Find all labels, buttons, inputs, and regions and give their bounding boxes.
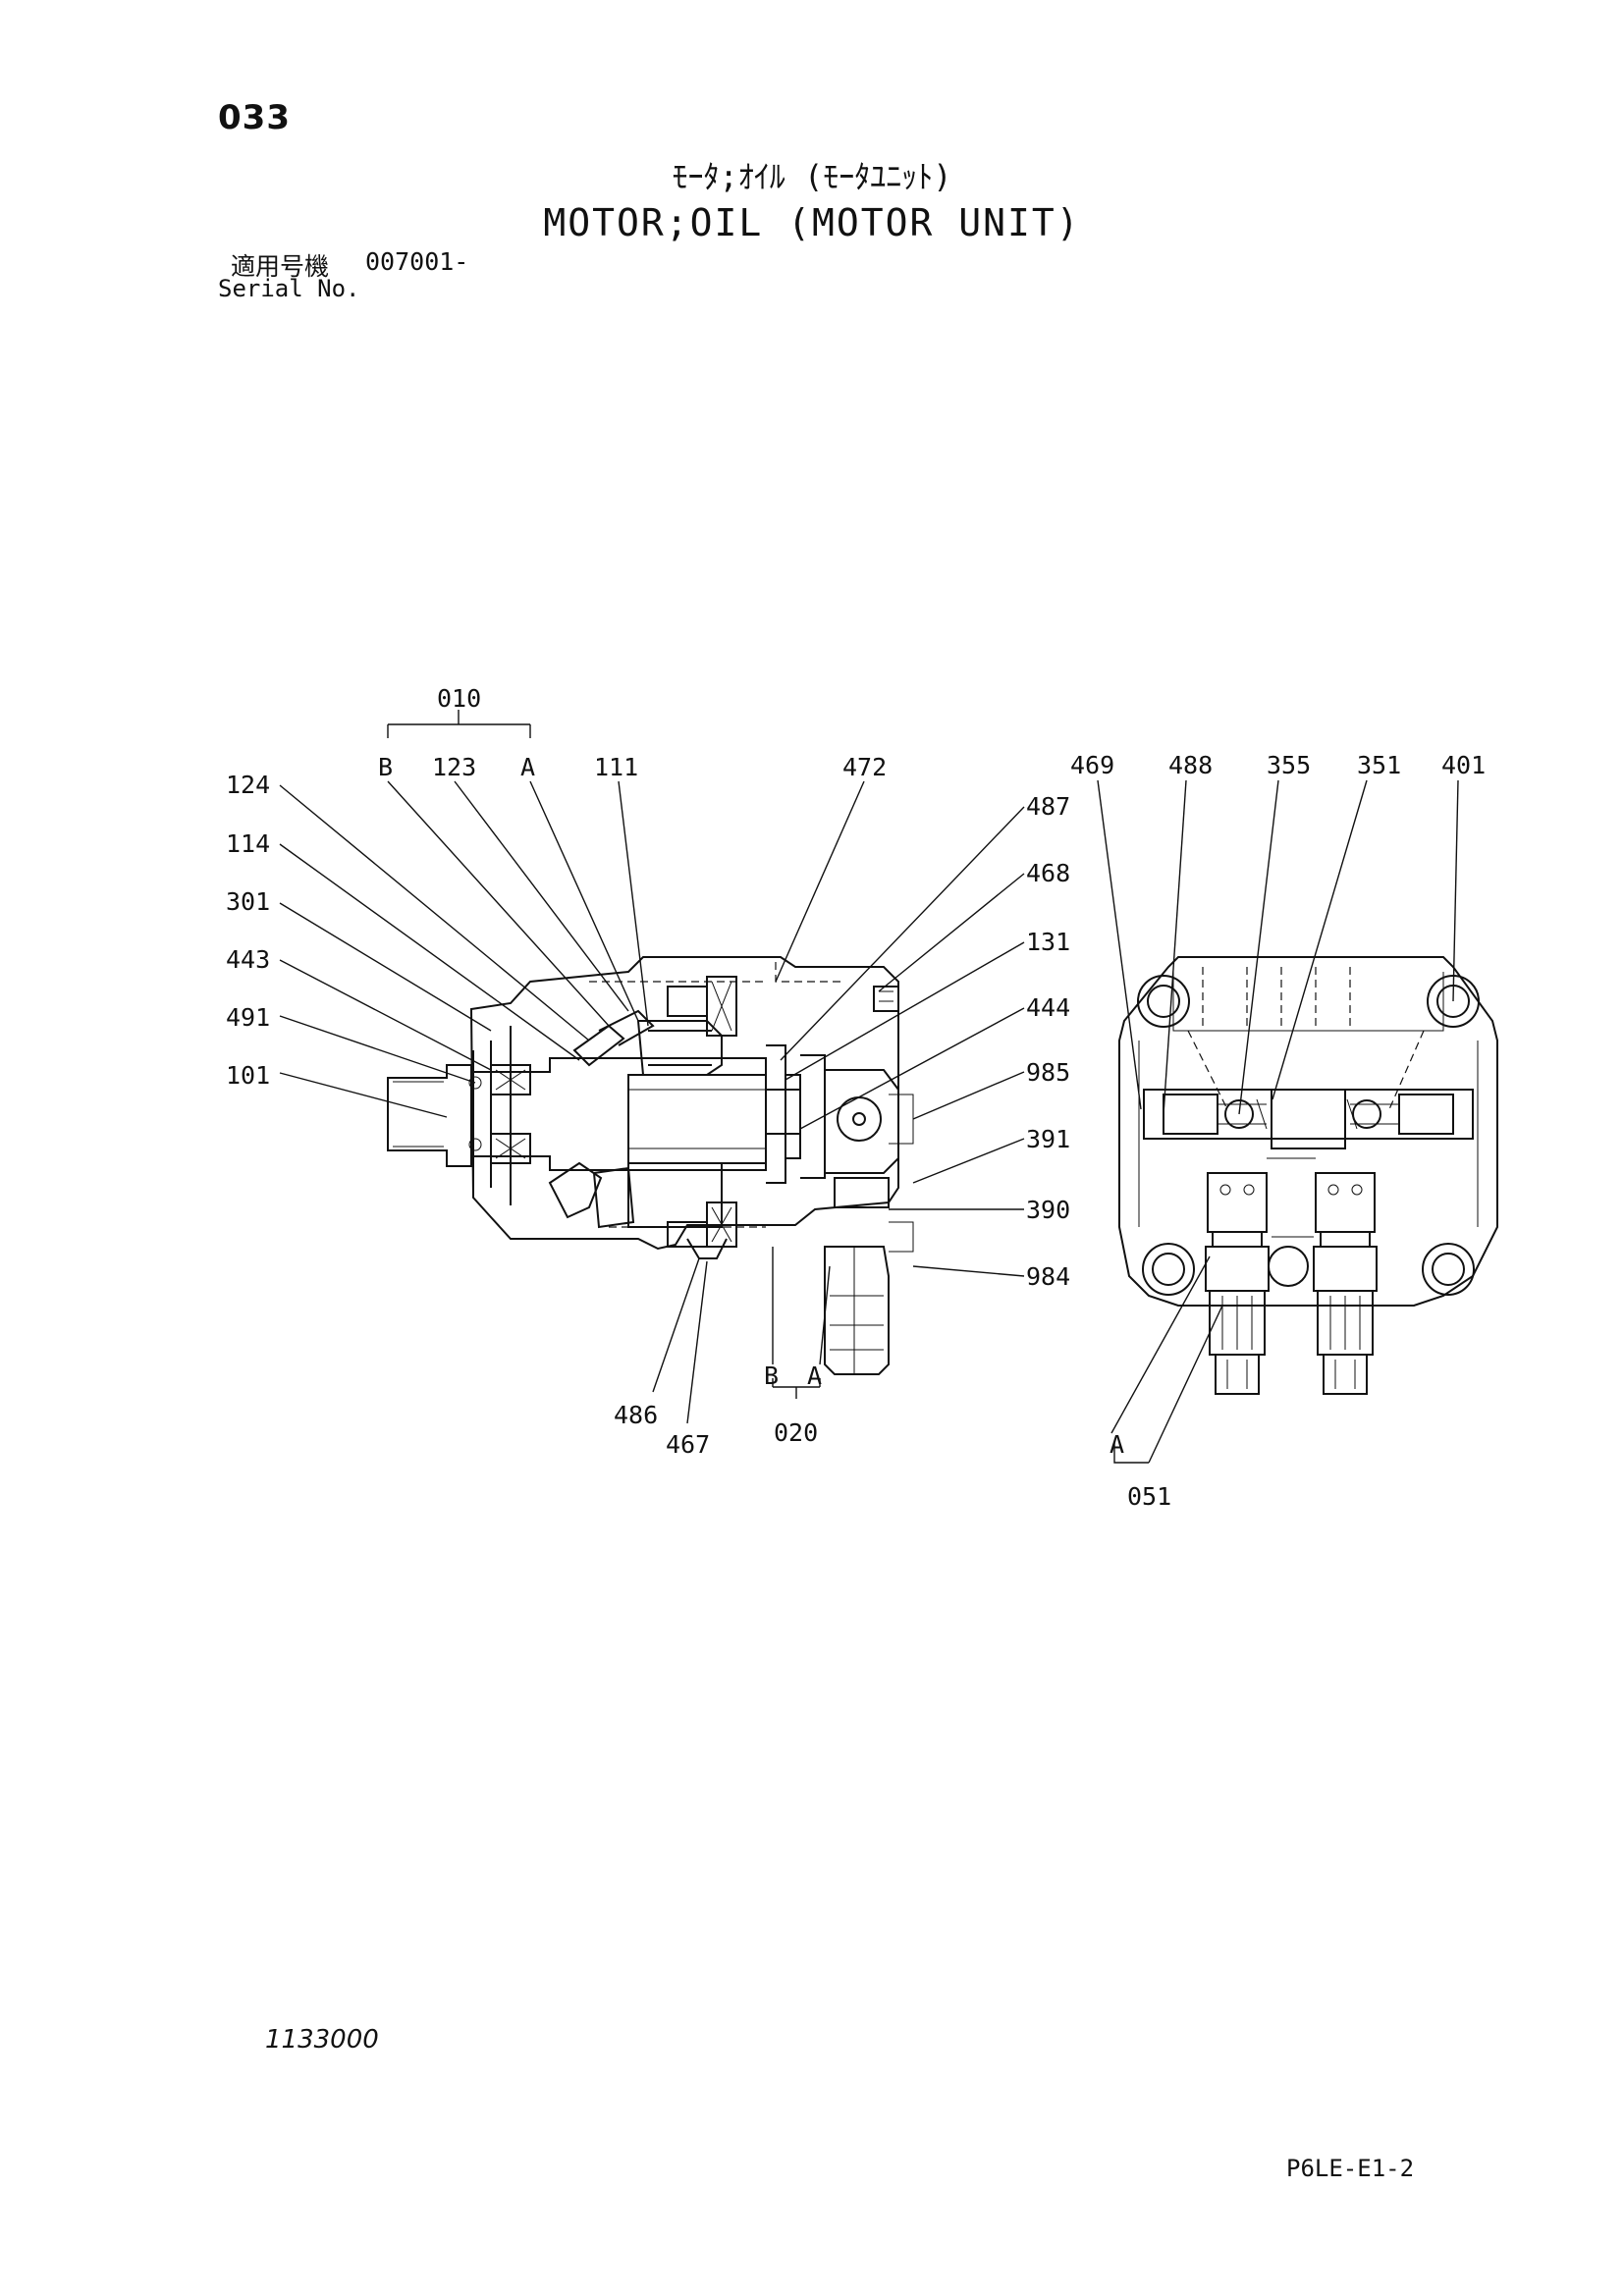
callout-355: 355	[1267, 751, 1311, 779]
callout-114: 114	[226, 829, 270, 858]
callout-391: 391	[1026, 1125, 1070, 1153]
title-english: MOTOR;OIL (MOTOR UNIT)	[543, 201, 1081, 244]
callout-111: 111	[594, 753, 638, 781]
callout-123: 123	[432, 753, 476, 781]
callout-985: 985	[1026, 1058, 1070, 1087]
callout-051: 051	[1127, 1482, 1171, 1511]
callout-labels: 010 B 123 A 111 472 124 114 301 443 491 …	[226, 684, 1486, 1511]
callout-491: 491	[226, 1003, 270, 1032]
callout-401: 401	[1441, 751, 1486, 779]
callout-a-051: A	[1110, 1430, 1124, 1459]
page-number: 033	[218, 98, 291, 137]
relief-valve-left	[1205, 1172, 1270, 1395]
callout-b-lower: B	[764, 1362, 779, 1390]
callout-469: 469	[1070, 751, 1114, 779]
sheet-id: P6LE-E1-2	[1286, 2155, 1415, 2182]
callout-486: 486	[614, 1401, 658, 1429]
title-japanese: ﾓｰﾀ;ｵｲﾙ (ﾓｰﾀﾕﾆｯﾄ)	[672, 158, 952, 195]
callout-472: 472	[842, 753, 887, 781]
drawing-number: 1133000	[265, 2025, 379, 2055]
callout-b-upper: B	[378, 753, 393, 781]
callout-a-lower: A	[807, 1362, 822, 1390]
callout-a-upper: A	[520, 753, 535, 781]
callout-390: 390	[1026, 1196, 1070, 1224]
callout-351: 351	[1357, 751, 1401, 779]
serial-value: 007001-	[365, 247, 469, 276]
callout-467: 467	[666, 1430, 710, 1459]
callout-101: 101	[226, 1061, 270, 1090]
serial-label-en: Serial No.	[218, 275, 360, 302]
callout-124: 124	[226, 771, 270, 799]
callout-443: 443	[226, 945, 270, 974]
callout-010: 010	[437, 684, 481, 713]
motor-side-section	[387, 956, 914, 1375]
leader-lines	[279, 710, 1459, 1464]
callout-444: 444	[1026, 993, 1070, 1022]
callout-020: 020	[774, 1418, 818, 1447]
callout-468: 468	[1026, 859, 1070, 887]
callout-487: 487	[1026, 792, 1070, 821]
callout-131: 131	[1026, 928, 1070, 956]
callout-984: 984	[1026, 1262, 1070, 1291]
callout-488: 488	[1168, 751, 1213, 779]
serial-label-jp: 適用号機	[231, 252, 330, 281]
callout-301: 301	[226, 887, 270, 916]
relief-valve-right	[1313, 1172, 1378, 1395]
motor-end-view	[1118, 956, 1498, 1395]
